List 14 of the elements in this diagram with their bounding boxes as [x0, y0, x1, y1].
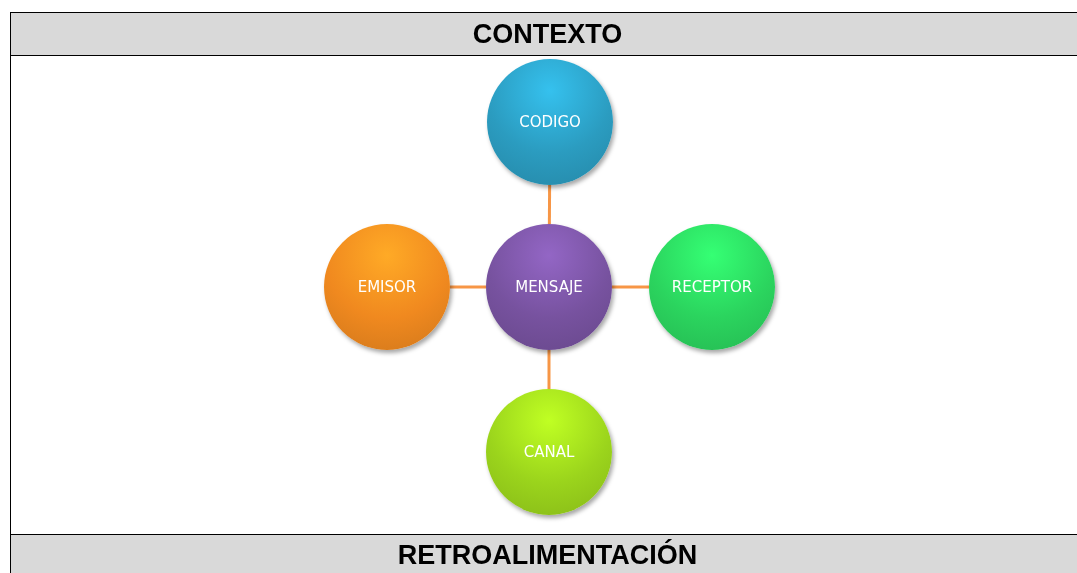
node-label: RECEPTOR — [671, 278, 753, 296]
connector-line — [450, 285, 486, 289]
header-band — [10, 534, 1077, 573]
node-label: CANAL — [523, 443, 575, 461]
circle-node — [487, 59, 613, 185]
band-heading: RETROALIMENTACIÓN — [397, 539, 698, 571]
connector-line — [547, 350, 551, 389]
band-heading: CONTEXTO — [472, 18, 623, 50]
connector-line — [612, 285, 649, 289]
node-label: MENSAJE — [515, 278, 583, 296]
connector-line — [547, 185, 552, 224]
header-band — [10, 12, 1077, 56]
node-label: EMISOR — [357, 278, 417, 296]
node-label: CODIGO — [519, 113, 581, 131]
